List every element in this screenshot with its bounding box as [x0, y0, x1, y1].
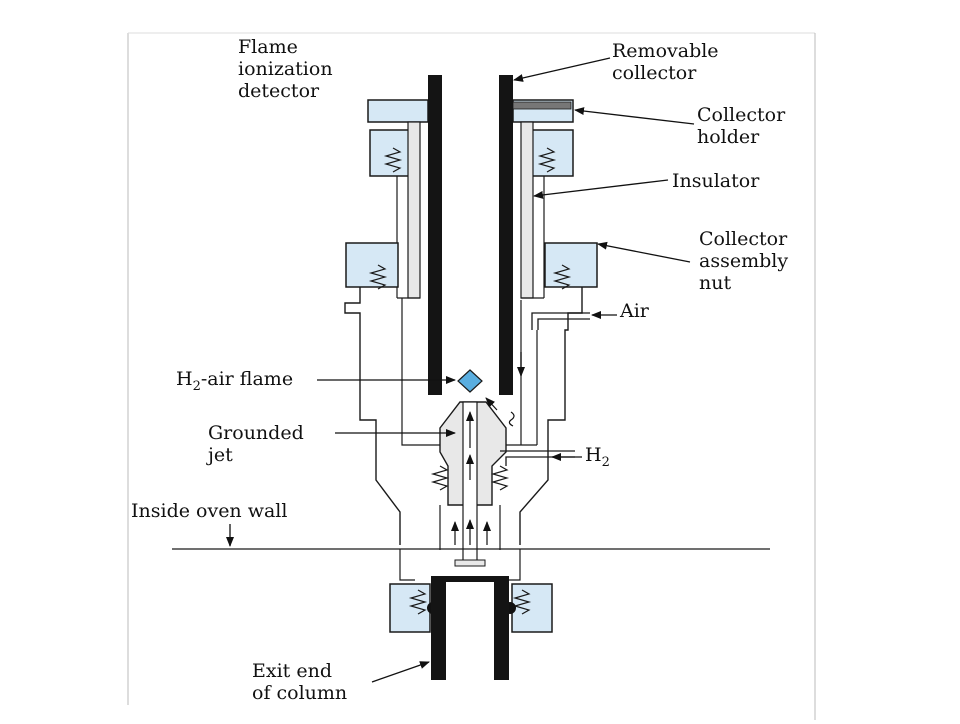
nut-spring-right — [552, 264, 572, 290]
column-wall-right — [494, 576, 509, 680]
collector-holder-leader — [574, 107, 695, 125]
fid-label: Flame ionization detector — [238, 36, 333, 102]
air-inlet-lower — [537, 318, 590, 330]
collector-tube-right — [499, 75, 513, 395]
column-spring-left — [408, 589, 428, 615]
collector-holder-line2: holder — [697, 126, 760, 148]
grounded-jet-label: Grounded jet — [208, 422, 304, 466]
column-nut-right — [511, 583, 553, 633]
flame-label-h: H — [176, 368, 193, 390]
assembly-nut-right — [544, 242, 598, 288]
jet-spring-left — [430, 465, 450, 491]
body-outline-left — [344, 287, 401, 545]
insulator-right — [520, 121, 534, 299]
h2-label: H2 — [585, 444, 610, 470]
collector-holder-label: Collector holder — [697, 104, 785, 148]
nut-spring-left — [368, 264, 388, 290]
exit-column-label: Exit end of column — [252, 660, 347, 704]
column-nut-left — [389, 583, 431, 633]
assembly-nut-label: Collector assembly nut — [699, 228, 788, 294]
flame-label-sub: 2 — [192, 379, 201, 394]
h2-air-flame — [457, 369, 483, 393]
removable-collector-line2: collector — [612, 62, 697, 84]
oven-wall-label: Inside oven wall — [131, 500, 288, 522]
air-to-flame-arrow — [485, 397, 498, 411]
fid-label-line1: Flame — [238, 36, 298, 58]
h2-inlet-lower — [505, 456, 575, 466]
column-spring-right — [512, 589, 532, 615]
assembly-nut-line3: nut — [699, 272, 732, 294]
removable-collector-label: Removable collector — [612, 40, 719, 84]
collector-holder-line1: Collector — [697, 104, 786, 126]
air-swirl-mark — [508, 411, 515, 427]
assembly-nut-line2: assembly — [699, 250, 789, 272]
air-inlet-upper — [531, 312, 590, 330]
flame-label-rest: -air flame — [200, 368, 294, 390]
exit-column-leader — [371, 661, 430, 683]
exit-column-line1: Exit end — [252, 660, 332, 682]
air-label: Air — [620, 300, 649, 322]
h2-label-h: H — [585, 444, 602, 466]
lower-fitting-right — [505, 549, 521, 581]
fid-label-line3: detector — [238, 80, 320, 102]
assembly-nut-left — [345, 242, 399, 288]
fid-label-line2: ionization — [238, 58, 333, 80]
collector-holder-left — [367, 99, 429, 123]
assembly-nut-line1: Collector — [699, 228, 788, 250]
assembly-nut-leader — [597, 241, 691, 263]
lower-fitting-left — [399, 549, 415, 581]
removable-collector-leader — [513, 57, 611, 82]
body-outline-right — [519, 287, 583, 545]
jet-spring-right — [490, 465, 510, 491]
grounded-jet-line2: jet — [208, 444, 233, 466]
column-top — [431, 576, 509, 582]
grounded-jet-line1: Grounded — [208, 422, 304, 444]
exit-column-line2: of column — [252, 682, 348, 704]
h2-label-sub: 2 — [601, 455, 610, 470]
insulator-label: Insulator — [672, 170, 760, 192]
upper-spring-right — [537, 147, 557, 173]
collector-holder-mesh — [512, 101, 572, 110]
insulator-leader — [533, 179, 669, 199]
flame-label: H2-air flame — [176, 368, 294, 394]
upper-spring-left — [383, 147, 403, 173]
column-wall-left — [431, 576, 446, 680]
removable-collector-line1: Removable — [612, 40, 719, 62]
inner-wall-left — [401, 298, 440, 446]
collector-tube-left — [428, 75, 442, 395]
insulator-left — [407, 121, 421, 299]
jet-base — [454, 559, 486, 567]
